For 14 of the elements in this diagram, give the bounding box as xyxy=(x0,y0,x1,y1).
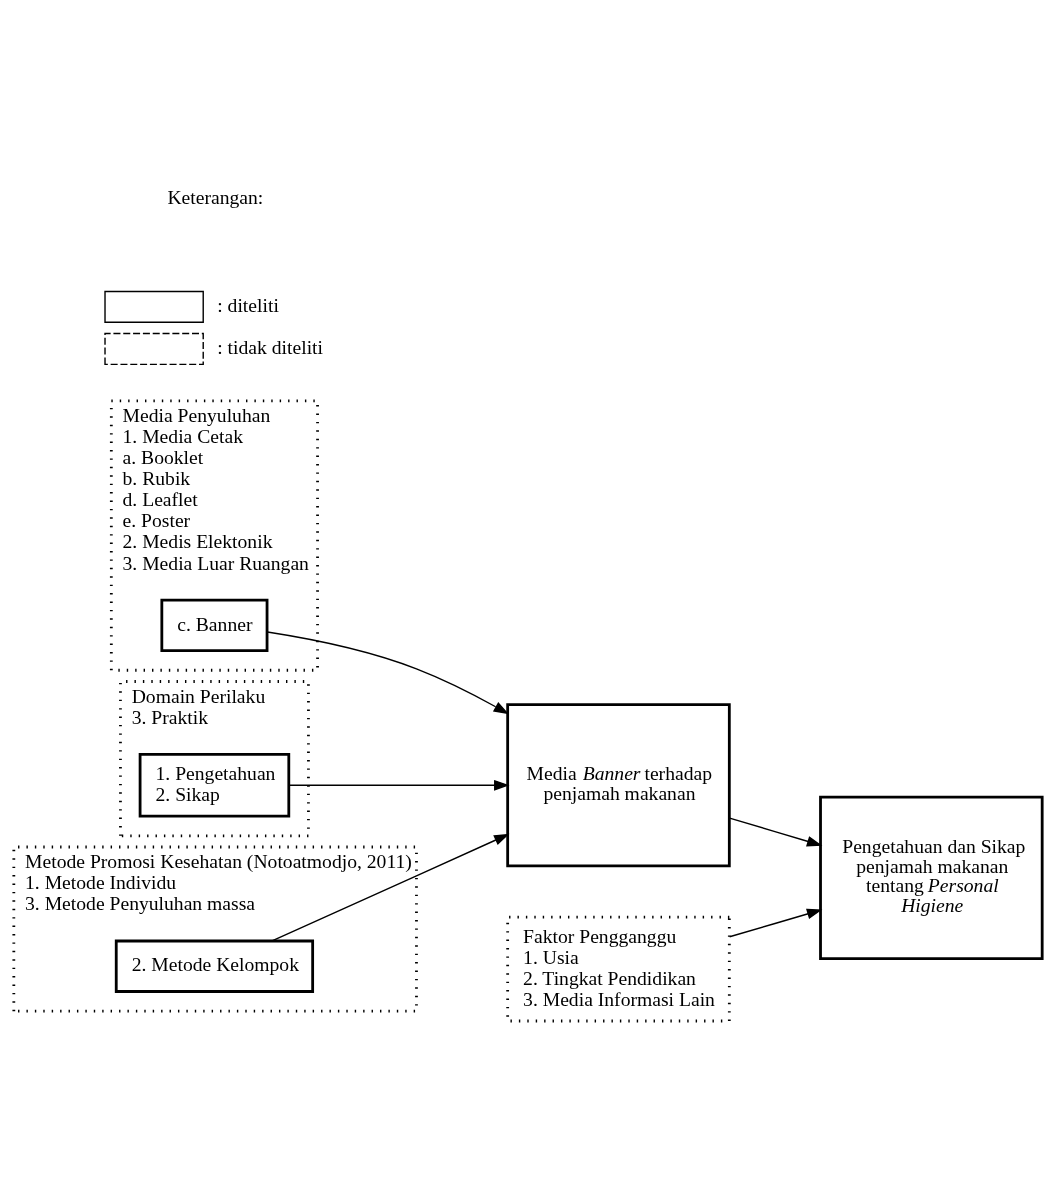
arrow xyxy=(266,630,510,714)
node-box: Pengetahuan dan Sikap penjamah makanan tentang Personal Higiene xyxy=(819,795,1044,960)
arrow xyxy=(728,908,823,937)
node-box: c. Banner xyxy=(160,598,269,652)
node-box: Media Banner terhadap penjamah makanan xyxy=(506,702,731,867)
label: Keterangan: xyxy=(167,185,264,208)
arrow xyxy=(728,816,823,846)
node-box: 2. Metode Kelompok xyxy=(114,939,315,993)
arrow xyxy=(271,833,510,942)
node-box: Faktor Pengganggu 1. Usia 2. Tingkat Pendidikan 3. Media Informasi Lain xyxy=(506,915,731,1022)
node-box: 1. Pengetahuan 2. Sikap xyxy=(138,752,291,818)
arrow xyxy=(288,779,510,791)
legend-label: : diteliti xyxy=(217,293,279,316)
legend-label: : tidak diteliti xyxy=(217,335,323,358)
